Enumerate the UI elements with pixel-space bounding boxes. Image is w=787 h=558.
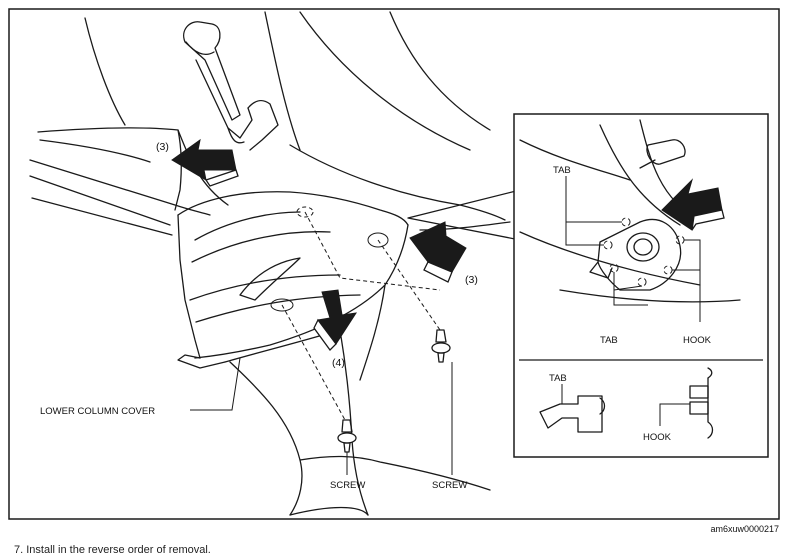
inset-detail bbox=[407, 113, 769, 458]
caption-text: 7. Install in the reverse order of remov… bbox=[14, 544, 211, 556]
label-step-4: (4) bbox=[332, 357, 345, 369]
arrow-step-4 bbox=[313, 289, 358, 351]
label-detail-hook: HOOK bbox=[643, 432, 672, 443]
screw-left bbox=[337, 419, 357, 453]
figure-code: am6xuw0000217 bbox=[710, 524, 779, 534]
column-lever bbox=[183, 21, 279, 151]
label-inset-tab-top: TAB bbox=[553, 165, 571, 176]
label-inset-hook: HOOK bbox=[683, 335, 712, 346]
label-detail-tab: TAB bbox=[549, 373, 567, 384]
label-lower-column-cover: LOWER COLUMN COVER bbox=[40, 406, 155, 417]
label-inset-tab-bottom: TAB bbox=[600, 335, 618, 346]
figure-frame bbox=[8, 8, 780, 520]
label-step-3-right: (3) bbox=[465, 274, 478, 286]
lower-column-cover bbox=[177, 191, 491, 516]
dashboard-outline bbox=[29, 11, 511, 236]
arrow-step-3-top bbox=[171, 138, 239, 187]
label-step-3-top: (3) bbox=[156, 141, 169, 153]
leader-lower-column-cover bbox=[190, 357, 241, 411]
label-screw-left: SCREW bbox=[330, 480, 365, 491]
arrow-step-3-right bbox=[409, 221, 467, 283]
screw-right bbox=[431, 329, 451, 363]
label-screw-right: SCREW bbox=[432, 480, 467, 491]
